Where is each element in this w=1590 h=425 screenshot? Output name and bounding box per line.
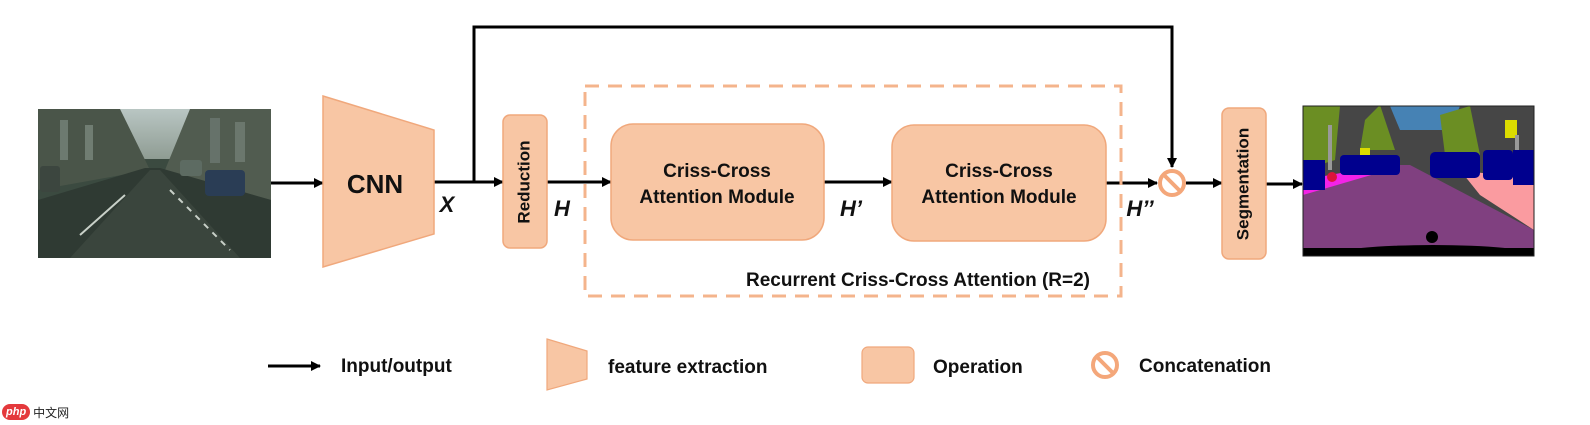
x-label: X <box>438 192 456 217</box>
concat-icon <box>1158 169 1186 197</box>
skip-connection-line <box>472 25 1177 182</box>
module2-line1: Criss-Cross <box>945 161 1053 182</box>
flow-arrows <box>271 25 1303 189</box>
module2-line2: Attention Module <box>921 187 1076 208</box>
legend-label-feature-extraction: feature extraction <box>608 357 767 378</box>
reduction-block: Reduction <box>502 114 548 249</box>
legend-label-input-output: Input/output <box>341 356 452 377</box>
output-segmentation-map <box>1303 106 1534 256</box>
watermark-badge: php <box>2 404 31 420</box>
h-double-prime-label: H’’ <box>1126 196 1154 221</box>
legend-label-concatenation: Concatenation <box>1139 356 1271 377</box>
rcca-dashed-frame <box>583 84 1123 298</box>
rcca-label: Recurrent Criss-Cross Attention (R=2) <box>746 270 1090 291</box>
watermark-text: 中文网 <box>33 405 70 420</box>
reduction-label: Reduction <box>514 140 533 223</box>
module1-line2: Attention Module <box>639 187 794 208</box>
h-prime-label: H’ <box>840 196 863 221</box>
h-label: H <box>554 196 571 221</box>
criss-cross-module-2: Criss-Cross Attention Module <box>891 124 1107 242</box>
concat-legend-icon <box>1091 351 1119 379</box>
input-street-image <box>38 109 271 258</box>
watermark-logo: php 中文网 <box>2 402 69 422</box>
module1-line1: Criss-Cross <box>663 161 771 182</box>
cnn-label: CNN <box>347 169 403 199</box>
cnn-block: CNN <box>322 94 435 269</box>
criss-cross-module-1: Criss-Cross Attention Module <box>610 123 825 241</box>
trapezoid-icon <box>546 338 588 391</box>
segmentation-block: Segmentation <box>1221 107 1267 260</box>
rounded-rect-icon <box>861 346 915 384</box>
segmentation-label: Segmentation <box>1233 128 1252 240</box>
legend: Input/output feature extraction Operatio… <box>268 338 1271 391</box>
legend-label-operation: Operation <box>933 357 1023 378</box>
